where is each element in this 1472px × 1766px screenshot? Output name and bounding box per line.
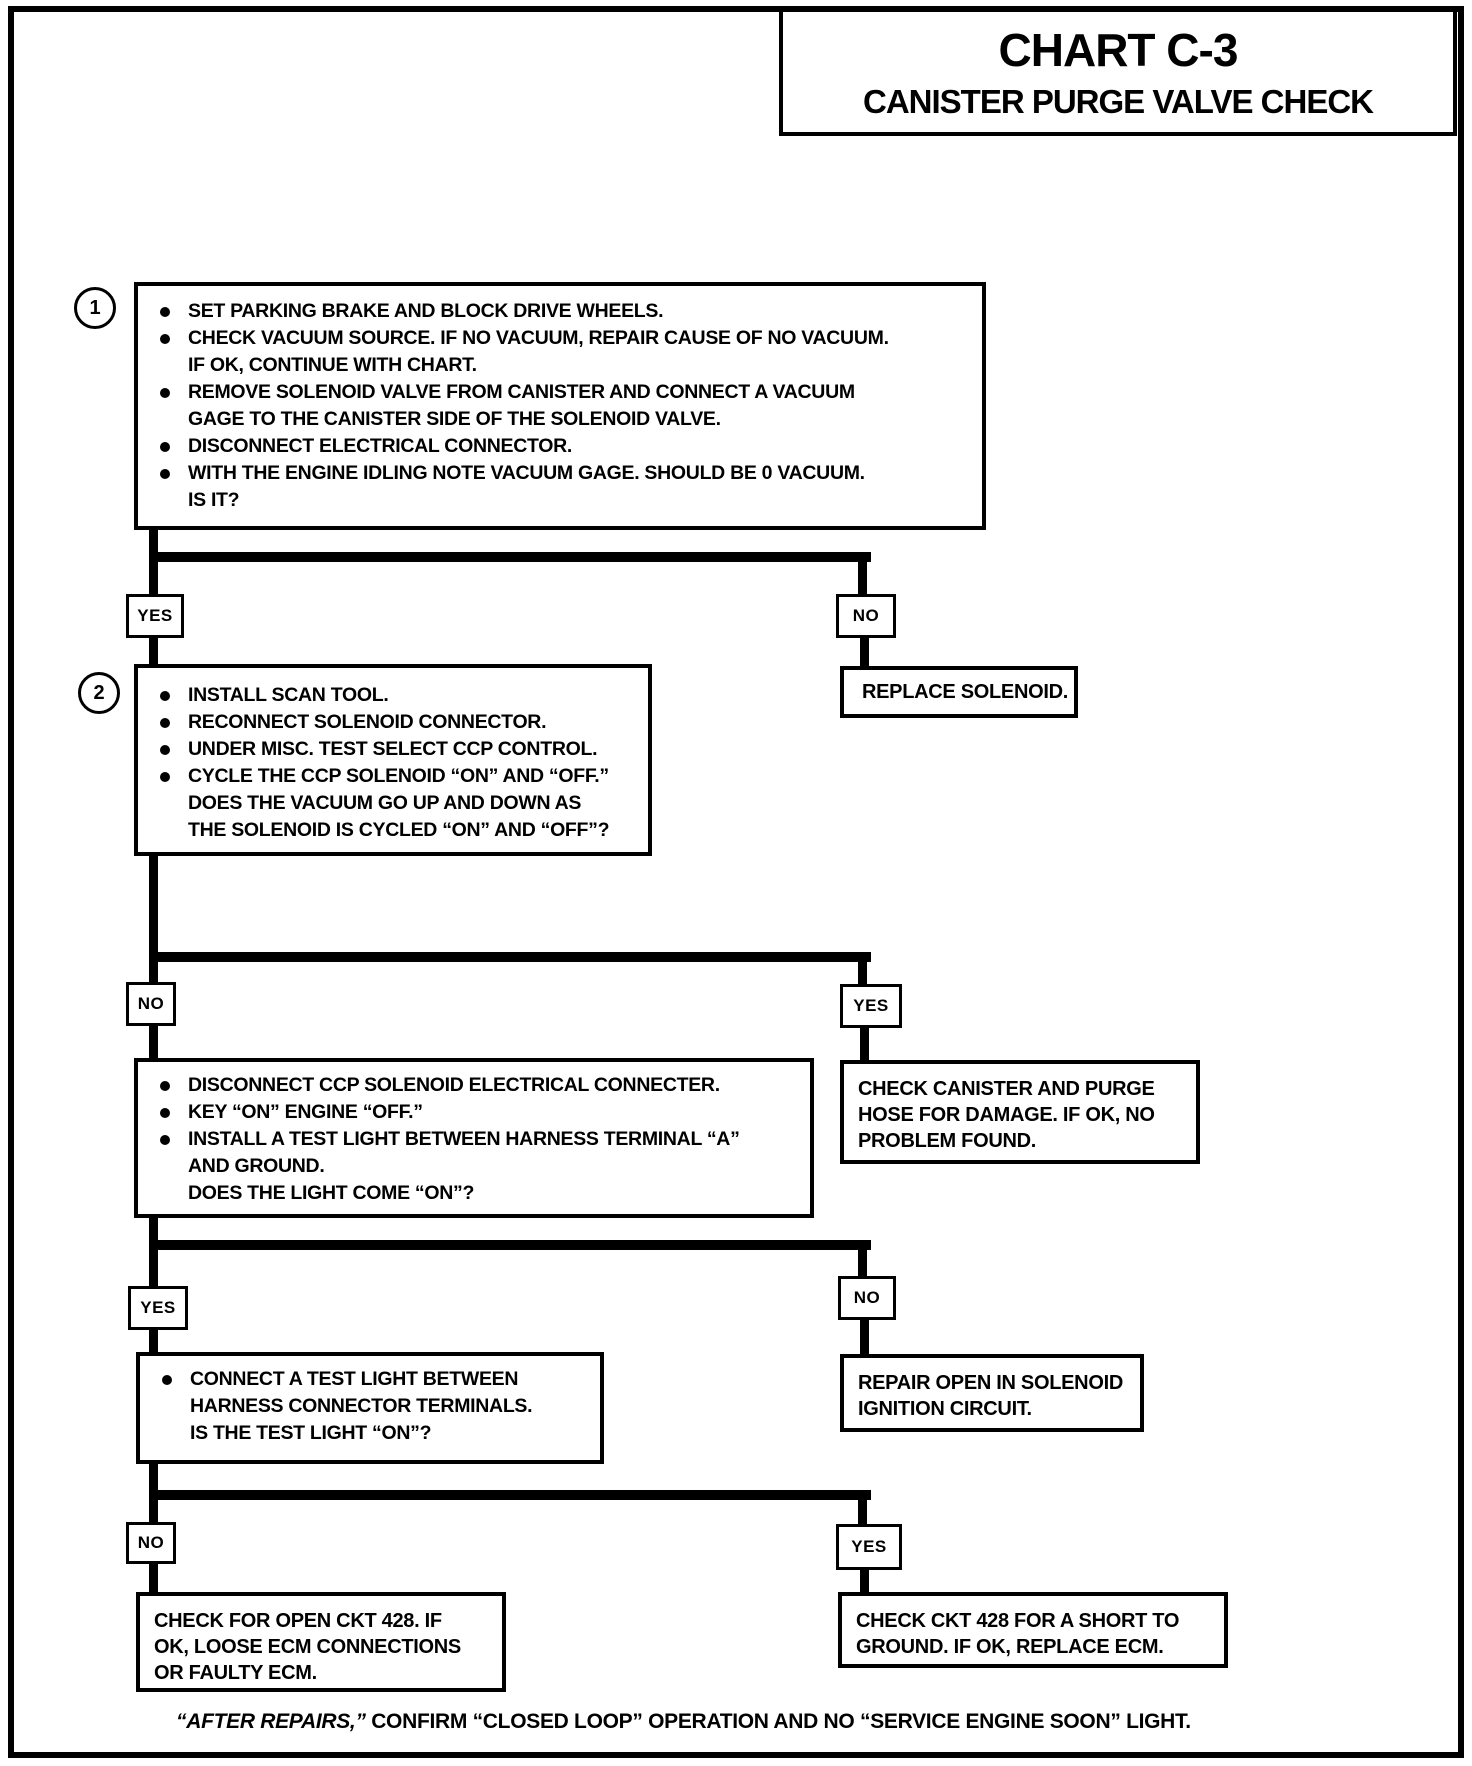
decision-label-yes: YES [836, 1524, 902, 1570]
flow-line [860, 1026, 869, 1062]
bullet-icon [160, 334, 170, 344]
list-item: CONNECT A TEST LIGHT BETWEEN HARNESS CON… [156, 1366, 586, 1447]
result-box-check-short-ckt: CHECK CKT 428 FOR A SHORT TO GROUND. IF … [838, 1592, 1228, 1668]
step2-box: INSTALL SCAN TOOL. RECONNECT SOLENOID CO… [134, 664, 652, 856]
result-box-check-canister: CHECK CANISTER AND PURGE HOSE FOR DAMAGE… [840, 1060, 1200, 1164]
list-item: REMOVE SOLENOID VALVE FROM CANISTER AND … [154, 379, 968, 433]
list-item: UNDER MISC. TEST SELECT CCP CONTROL. [154, 736, 634, 763]
flow-line [149, 1328, 158, 1354]
list-item: KEY “ON” ENGINE “OFF.” [154, 1099, 796, 1126]
flow-line [149, 1240, 871, 1250]
flow-line [858, 560, 867, 594]
bullet-icon [160, 691, 170, 701]
decision-label-no: NO [836, 594, 896, 638]
flow-line [149, 1490, 871, 1500]
step4-box: CONNECT A TEST LIGHT BETWEEN HARNESS CON… [136, 1352, 604, 1464]
after-repairs-italic: “AFTER REPAIRS,” [176, 1710, 366, 1733]
decision-label-yes: YES [128, 1286, 188, 1330]
flow-line [149, 1216, 158, 1286]
chart-title: CHART C-3 [998, 24, 1239, 76]
list-item: RECONNECT SOLENOID CONNECTOR. [154, 709, 634, 736]
bullet-icon [160, 388, 170, 398]
bullet-icon [160, 469, 170, 479]
bullet-icon [160, 1135, 170, 1145]
after-repairs-text: CONFIRM “CLOSED LOOP” OPERATION AND NO “… [365, 1710, 1191, 1733]
list-item: SET PARKING BRAKE AND BLOCK DRIVE WHEELS… [154, 298, 968, 325]
bullet-icon [162, 1375, 172, 1385]
list-item: INSTALL SCAN TOOL. [154, 682, 634, 709]
decision-label-yes: YES [840, 984, 902, 1028]
decision-label-no: NO [126, 982, 176, 1026]
list-item: CYCLE THE CCP SOLENOID “ON” AND “OFF.” D… [154, 763, 634, 844]
step3-box: DISCONNECT CCP SOLENOID ELECTRICAL CONNE… [134, 1058, 814, 1218]
chart-title-box: CHART C-3 CANISTER PURGE VALVE CHECK [779, 8, 1457, 136]
bullet-icon [160, 307, 170, 317]
list-item: CHECK VACUUM SOURCE. IF NO VACUUM, REPAI… [154, 325, 968, 379]
chart-subtitle: CANISTER PURGE VALVE CHECK [863, 83, 1374, 120]
flow-line [149, 552, 871, 562]
flow-line [149, 636, 158, 664]
step2-number-badge: 2 [78, 672, 120, 714]
list-item: DISCONNECT CCP SOLENOID ELECTRICAL CONNE… [154, 1072, 796, 1099]
result-box-check-open-ckt: CHECK FOR OPEN CKT 428. IF OK, LOOSE ECM… [136, 1592, 506, 1692]
list-item: DISCONNECT ELECTRICAL CONNECTOR. [154, 433, 968, 460]
bullet-icon [160, 1081, 170, 1091]
step1-number-badge: 1 [74, 287, 116, 329]
result-box-repair-open: REPAIR OPEN IN SOLENOID IGNITION CIRCUIT… [840, 1354, 1144, 1432]
flow-line [149, 1024, 158, 1060]
flow-line [860, 1318, 869, 1356]
list-item: WITH THE ENGINE IDLING NOTE VACUUM GAGE.… [154, 460, 968, 514]
decision-label-no: NO [126, 1522, 176, 1564]
flow-line [149, 952, 871, 962]
step1-box: SET PARKING BRAKE AND BLOCK DRIVE WHEELS… [134, 282, 986, 530]
flow-line [858, 1498, 867, 1526]
bullet-icon [160, 745, 170, 755]
bullet-icon [160, 718, 170, 728]
after-repairs-note: “AFTER REPAIRS,” CONFIRM “CLOSED LOOP” O… [176, 1710, 1276, 1734]
bullet-icon [160, 772, 170, 782]
decision-label-yes: YES [126, 594, 184, 638]
flow-line [149, 854, 158, 982]
flow-line [149, 1562, 158, 1592]
result-box-replace-solenoid: REPLACE SOLENOID. [840, 666, 1078, 718]
flow-line [858, 1248, 867, 1276]
flow-line [860, 1568, 869, 1594]
flow-line [858, 960, 867, 984]
page-border [8, 6, 1464, 1758]
bullet-icon [160, 442, 170, 452]
decision-label-no: NO [838, 1276, 896, 1320]
flow-line [860, 636, 869, 666]
list-item: INSTALL A TEST LIGHT BETWEEN HARNESS TER… [154, 1126, 796, 1207]
bullet-icon [160, 1108, 170, 1118]
